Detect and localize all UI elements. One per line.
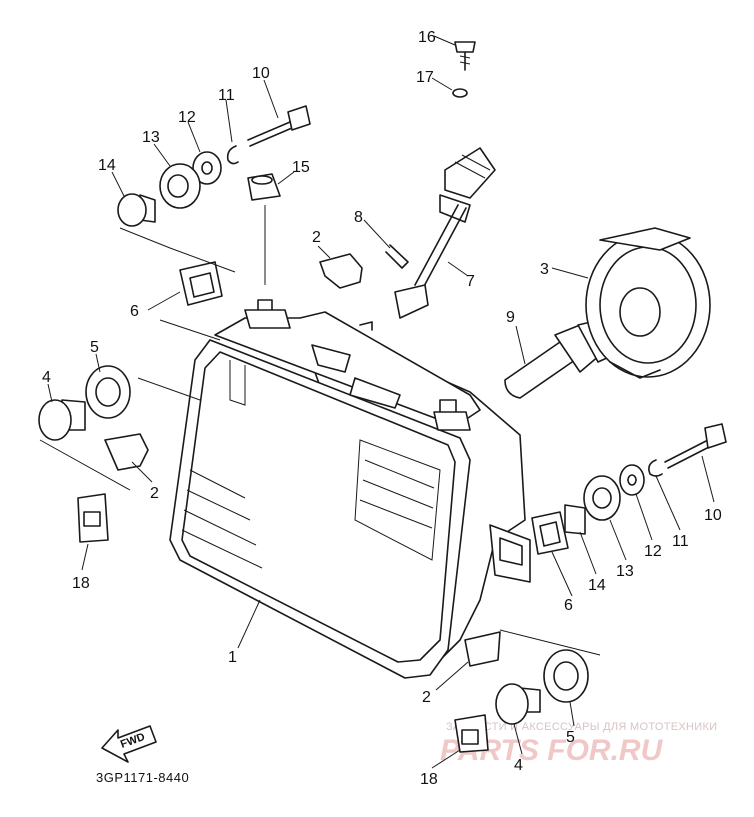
right-mounting-hardware: [531, 423, 727, 555]
callout-7: 7: [466, 273, 475, 290]
adjuster-assembly: [385, 41, 496, 319]
callout-10: 10: [252, 65, 270, 82]
callout-12: 12: [644, 543, 662, 560]
leader-lines: [47, 35, 715, 769]
callout-labels: 16 17 10 11 12 13 14 15 8 2 7 3 6 9 5 4 …: [42, 29, 722, 788]
callout-2: 2: [150, 485, 159, 502]
callout-6: 6: [564, 597, 573, 614]
callout-2: 2: [312, 229, 321, 246]
callout-13: 13: [616, 563, 634, 580]
callout-12: 12: [178, 109, 196, 126]
callout-9: 9: [506, 309, 515, 326]
callout-8: 8: [354, 209, 363, 226]
callout-18: 18: [420, 771, 438, 788]
headlight-unit: [169, 299, 531, 679]
callout-4: 4: [42, 369, 51, 386]
callout-5: 5: [566, 729, 575, 746]
callout-11: 11: [672, 533, 689, 550]
callout-13: 13: [142, 129, 160, 146]
callout-16: 16: [418, 29, 436, 46]
left-mounting-hardware: [38, 365, 201, 543]
callout-10: 10: [704, 507, 722, 524]
callout-2: 2: [422, 689, 431, 706]
callout-17: 17: [416, 69, 434, 86]
lower-right-mounting-hardware: [454, 629, 601, 753]
callout-3: 3: [540, 261, 549, 278]
callout-5: 5: [90, 339, 99, 356]
callout-11: 11: [218, 87, 235, 104]
upper-left-mounting-hardware: [117, 105, 363, 341]
callout-4: 4: [514, 757, 523, 774]
forward-arrow: FWD: [101, 725, 157, 763]
callout-1: 1: [228, 649, 237, 666]
callout-18: 18: [72, 575, 90, 592]
part-code: 3GP1171-8440: [96, 770, 189, 785]
callout-15: 15: [292, 159, 310, 176]
callout-6: 6: [130, 303, 139, 320]
callout-14: 14: [98, 157, 116, 174]
callout-14: 14: [588, 577, 606, 594]
reflector: [585, 227, 711, 379]
